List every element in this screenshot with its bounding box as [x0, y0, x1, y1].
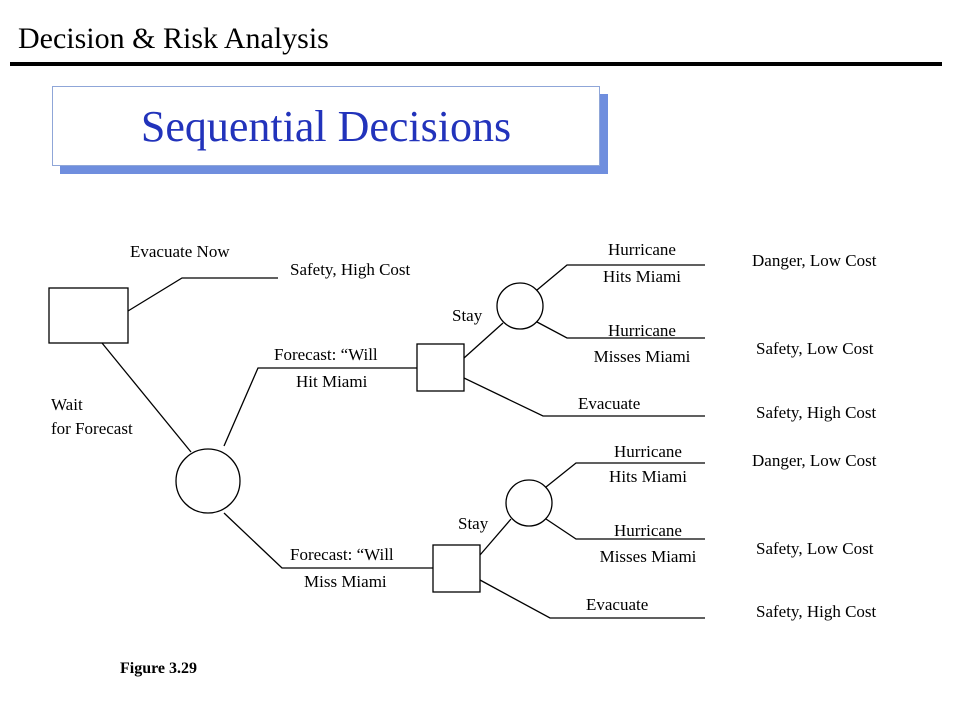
- label-lower-evacuate: Evacuate: [586, 595, 649, 614]
- branch-lower-evacuate: [479, 579, 705, 619]
- branch-upper-misses: [536, 321, 705, 339]
- label-lower-hits-line1: Hurricane: [614, 442, 682, 461]
- branch-lower-stay: [479, 518, 512, 556]
- label-upper-stay: Stay: [452, 306, 483, 325]
- outcome-upper-safety-high-cost: Safety, High Cost: [756, 403, 877, 422]
- label-forecast-hit-line2: Hit Miami: [296, 372, 368, 391]
- branch-lower-hits: [545, 462, 705, 488]
- lower-hurricane-chance-node: [505, 479, 553, 527]
- label-lower-misses-line2: Misses Miami: [599, 547, 697, 566]
- branch-wait-for-forecast: [101, 342, 192, 453]
- label-upper-hits-line1: Hurricane: [608, 240, 676, 259]
- branch-upper-hits: [536, 264, 705, 291]
- label-wait-line1: Wait: [51, 395, 83, 414]
- branch-evacuate-now: [127, 277, 278, 312]
- branch-forecast-miss: [223, 512, 433, 569]
- label-forecast-miss-line2: Miss Miami: [304, 572, 387, 591]
- slide-title: Sequential Decisions: [140, 101, 512, 151]
- branch-upper-stay: [463, 322, 504, 359]
- label-forecast-miss-line1: Forecast: “Will: [290, 545, 394, 564]
- outcome-lower-safety-high-cost: Safety, High Cost: [756, 602, 877, 621]
- upper-hurricane-chance-node: [496, 282, 544, 330]
- miss-forecast-decision-node: [432, 544, 481, 593]
- label-upper-misses-line1: Hurricane: [608, 321, 676, 340]
- outcome-safety-high-cost-top: Safety, High Cost: [290, 260, 411, 279]
- outcome-upper-danger-low-cost: Danger, Low Cost: [752, 251, 877, 270]
- branch-forecast-hit: [223, 367, 417, 447]
- outcome-lower-danger-low-cost: Danger, Low Cost: [752, 451, 877, 470]
- root-decision-node: [48, 287, 129, 344]
- header-title: Decision & Risk Analysis: [18, 22, 329, 55]
- label-lower-hits-line2: Hits Miami: [609, 467, 687, 486]
- outcome-lower-safety-low-cost: Safety, Low Cost: [756, 539, 874, 558]
- label-forecast-hit-line1: Forecast: “Will: [274, 345, 378, 364]
- label-upper-misses-line2: Misses Miami: [593, 347, 691, 366]
- header-rule: [10, 62, 942, 66]
- figure-caption: Figure 3.29: [120, 660, 198, 677]
- label-lower-misses-line1: Hurricane: [614, 521, 682, 540]
- label-upper-hits-line2: Hits Miami: [603, 267, 681, 286]
- label-lower-stay: Stay: [458, 514, 489, 533]
- label-evacuate-now: Evacuate Now: [130, 242, 230, 261]
- branch-lower-misses: [545, 518, 705, 540]
- title-box: Sequential Decisions: [52, 86, 600, 166]
- hit-forecast-decision-node: [416, 343, 465, 392]
- label-wait-line2: for Forecast: [51, 419, 133, 438]
- label-upper-evacuate: Evacuate: [578, 394, 641, 413]
- forecast-chance-node: [175, 448, 241, 514]
- outcome-upper-safety-low-cost: Safety, Low Cost: [756, 339, 874, 358]
- branch-upper-evacuate: [463, 377, 705, 417]
